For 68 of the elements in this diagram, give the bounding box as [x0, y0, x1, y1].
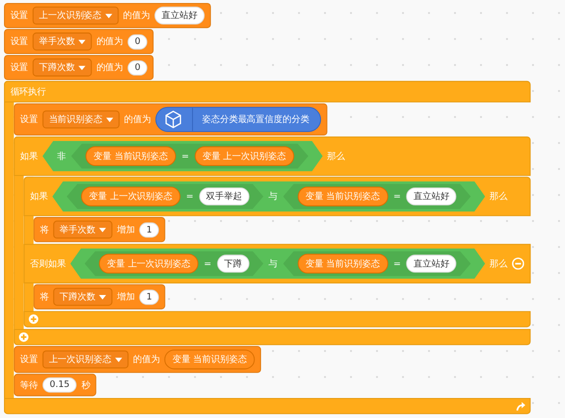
block-label: 那么 [490, 258, 508, 270]
block-label: 的值为 [132, 354, 160, 366]
value-field: 0 [128, 60, 148, 76]
variable-reporter: 变量 当前识别姿态 [86, 146, 176, 166]
code-block [14, 103, 328, 136]
block-label: 的值为 [124, 114, 151, 126]
block-label: 如果 [30, 190, 48, 203]
code-block [34, 217, 166, 242]
value-field: 1 [139, 289, 160, 304]
block-label: 秒 [81, 380, 90, 392]
variable-reporter: 变量 当前识别姿态 [164, 350, 255, 370]
variable-reporter: 变量 上一次识别姿态 [81, 186, 181, 206]
operator-label: = [204, 258, 212, 269]
operator-label: = [182, 151, 190, 162]
block-label: 将 [40, 224, 49, 236]
block-label: 的值为 [123, 10, 150, 22]
control-block [14, 136, 531, 346]
block-label: 否则如果 [30, 258, 66, 270]
sensor-reporter [155, 106, 322, 132]
variable-dropdown: 当前识别姿态 [42, 110, 120, 128]
code-block [14, 346, 262, 373]
code-block [4, 54, 154, 80]
variable-dropdown: 下蹲次数 [32, 58, 92, 76]
block-label: 那么 [327, 150, 346, 162]
block-label: 那么 [490, 190, 508, 203]
block-label: 如果 [20, 150, 38, 162]
variable-reporter: 变量 当前识别姿态 [297, 186, 388, 206]
value-field: 0 [128, 34, 148, 50]
variable-dropdown: 举手次数 [32, 32, 92, 50]
block-label: 的值为 [96, 36, 124, 48]
variable-reporter: 变量 当前识别姿态 [297, 254, 388, 274]
operator-label: = [393, 258, 401, 269]
block-label: 姿态分类最高置信度的分类 [202, 114, 310, 126]
block-label: 的值为 [96, 62, 124, 74]
control-block [4, 80, 531, 414]
block-label: 设置 [20, 114, 38, 126]
value-field: 直立站好 [406, 188, 456, 206]
value-field: 1 [139, 222, 160, 238]
value-field: 双手举起 [198, 188, 250, 206]
operator-label: = [393, 192, 401, 202]
block-label: 设置 [20, 354, 38, 366]
block-label: 设置 [10, 62, 28, 74]
variable-dropdown: 举手次数 [53, 220, 112, 239]
block-label: 等待 [20, 380, 38, 392]
code-block [34, 284, 166, 310]
block-label: 增加 [116, 224, 135, 236]
operator-label: 与 [268, 258, 278, 270]
block-label: 增加 [116, 291, 135, 304]
block-label: 设置 [10, 36, 28, 48]
value-field: 直立站好 [406, 254, 456, 273]
variable-reporter: 变量 上一次识别姿态 [98, 254, 199, 274]
block-label: 设置 [10, 10, 28, 22]
operator-label: 非 [56, 150, 66, 162]
block-label: 循环执行 [10, 86, 46, 98]
variable-dropdown: 下蹲次数 [53, 288, 112, 306]
control-block [24, 176, 531, 328]
code-block [14, 374, 96, 396]
code-block [4, 28, 154, 54]
value-field: 0.15 [42, 377, 77, 393]
operator-label: = [186, 192, 194, 202]
value-field: 直立站好 [154, 6, 205, 24]
operator-label: 与 [268, 190, 278, 203]
variable-dropdown: 上一次识别姿态 [42, 350, 128, 368]
code-block [4, 3, 211, 28]
variable-reporter: 变量 上一次识别姿态 [194, 146, 294, 166]
block-label: 将 [40, 291, 49, 304]
variable-dropdown: 上一次识别姿态 [32, 6, 119, 24]
value-field: 下蹲 [216, 254, 250, 273]
